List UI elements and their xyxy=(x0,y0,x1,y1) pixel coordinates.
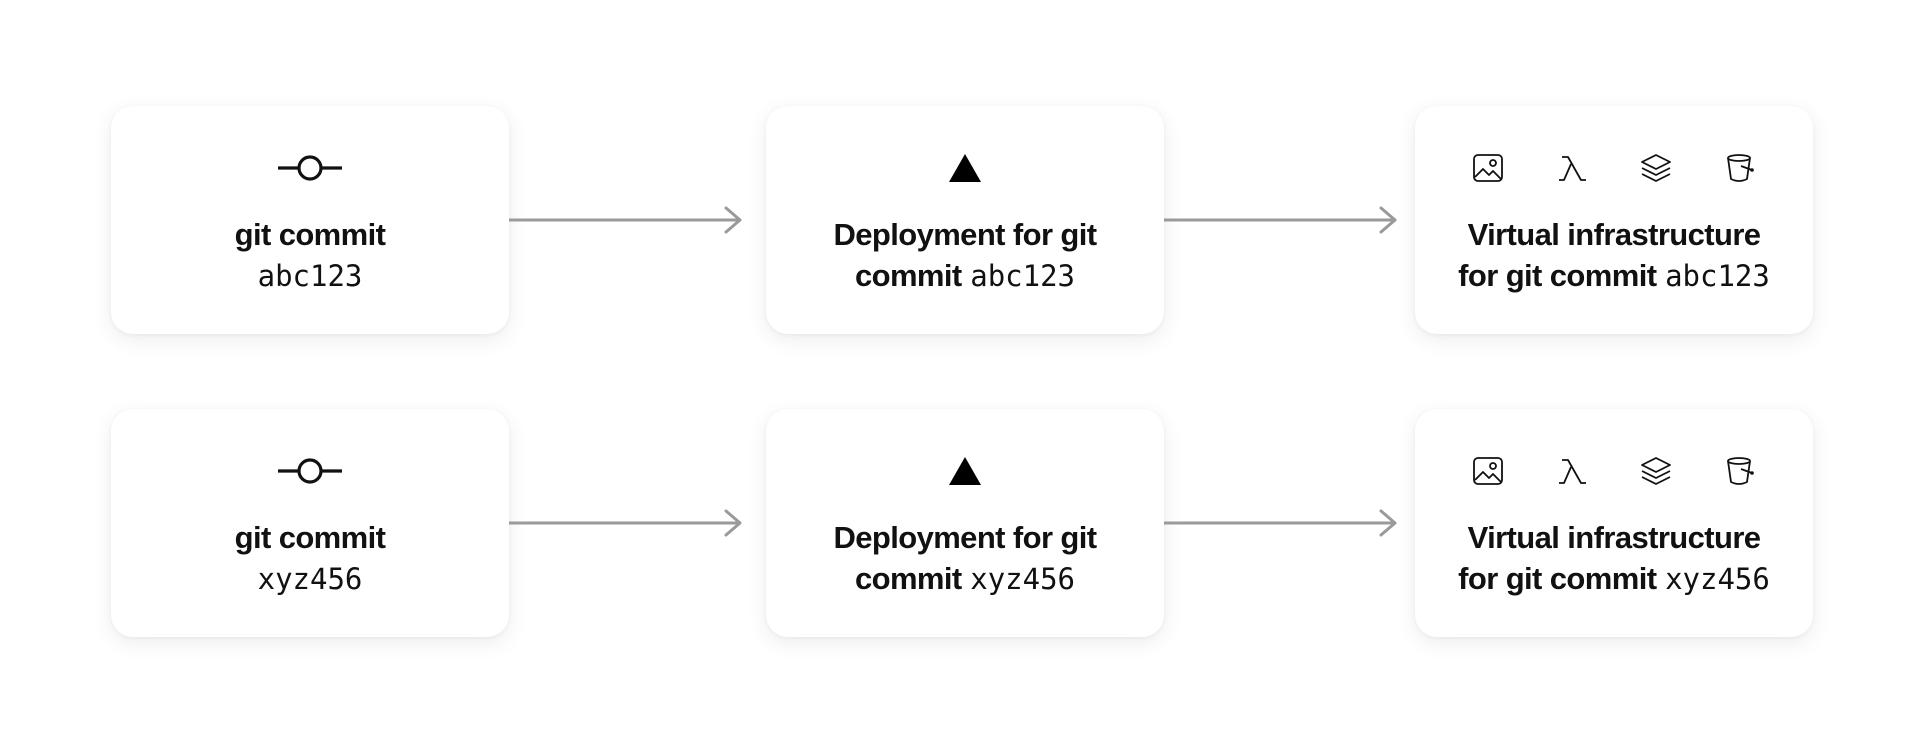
git-commit-icon xyxy=(277,455,343,487)
commit-title: git commit xyxy=(234,217,386,252)
arrow-connector xyxy=(509,509,742,537)
infrastructure-title-line2: for git commit xyxy=(1458,561,1657,596)
layers-icon xyxy=(1640,152,1672,184)
icon-row xyxy=(1415,152,1813,184)
deployment-label: Deployment for git commit xyz456 xyxy=(766,517,1164,600)
icon-row xyxy=(111,455,509,487)
icon-row xyxy=(111,152,509,184)
deployment-card: Deployment for git commit xyz456 xyxy=(766,409,1164,637)
lambda-icon xyxy=(1556,455,1588,487)
infrastructure-hash: abc123 xyxy=(1665,259,1770,293)
icon-row xyxy=(1415,455,1813,487)
arrow-connector xyxy=(509,206,742,234)
deployment-title-line1: Deployment for git xyxy=(833,217,1097,252)
deployment-card: Deployment for git commit abc123 xyxy=(766,106,1164,334)
icon-row xyxy=(766,152,1164,184)
commit-label: git commit abc123 xyxy=(111,214,509,297)
arrow-connector xyxy=(1164,206,1397,234)
triangle-icon xyxy=(947,152,983,184)
infrastructure-card: Virtual infrastructure for git commit ab… xyxy=(1415,106,1813,334)
infrastructure-label: Virtual infrastructure for git commit ab… xyxy=(1415,214,1813,297)
deployment-label: Deployment for git commit abc123 xyxy=(766,214,1164,297)
arrow-connector xyxy=(1164,509,1397,537)
image-icon xyxy=(1472,455,1504,487)
commit-title: git commit xyxy=(234,520,386,555)
infrastructure-title-line2: for git commit xyxy=(1458,258,1657,293)
bucket-icon xyxy=(1724,455,1756,487)
layers-icon xyxy=(1640,455,1672,487)
image-icon xyxy=(1472,152,1504,184)
infrastructure-title-line1: Virtual infrastructure xyxy=(1467,217,1761,252)
infrastructure-hash: xyz456 xyxy=(1665,562,1770,596)
git-commit-icon xyxy=(277,152,343,184)
deployment-hash: abc123 xyxy=(970,259,1076,293)
infrastructure-label: Virtual infrastructure for git commit xy… xyxy=(1415,517,1813,600)
deployment-hash: xyz456 xyxy=(970,562,1076,596)
triangle-icon xyxy=(947,455,983,487)
deployment-title-line2: commit xyxy=(854,561,962,596)
commit-hash: abc123 xyxy=(257,259,363,293)
infrastructure-card: Virtual infrastructure for git commit xy… xyxy=(1415,409,1813,637)
commit-card: git commit abc123 xyxy=(111,106,509,334)
infrastructure-title-line1: Virtual infrastructure xyxy=(1467,520,1761,555)
deployment-title-line2: commit xyxy=(854,258,962,293)
deployment-title-line1: Deployment for git xyxy=(833,520,1097,555)
icon-row xyxy=(766,455,1164,487)
lambda-icon xyxy=(1556,152,1588,184)
commit-hash: xyz456 xyxy=(257,562,363,596)
bucket-icon xyxy=(1724,152,1756,184)
commit-label: git commit xyz456 xyxy=(111,517,509,600)
commit-card: git commit xyz456 xyxy=(111,409,509,637)
